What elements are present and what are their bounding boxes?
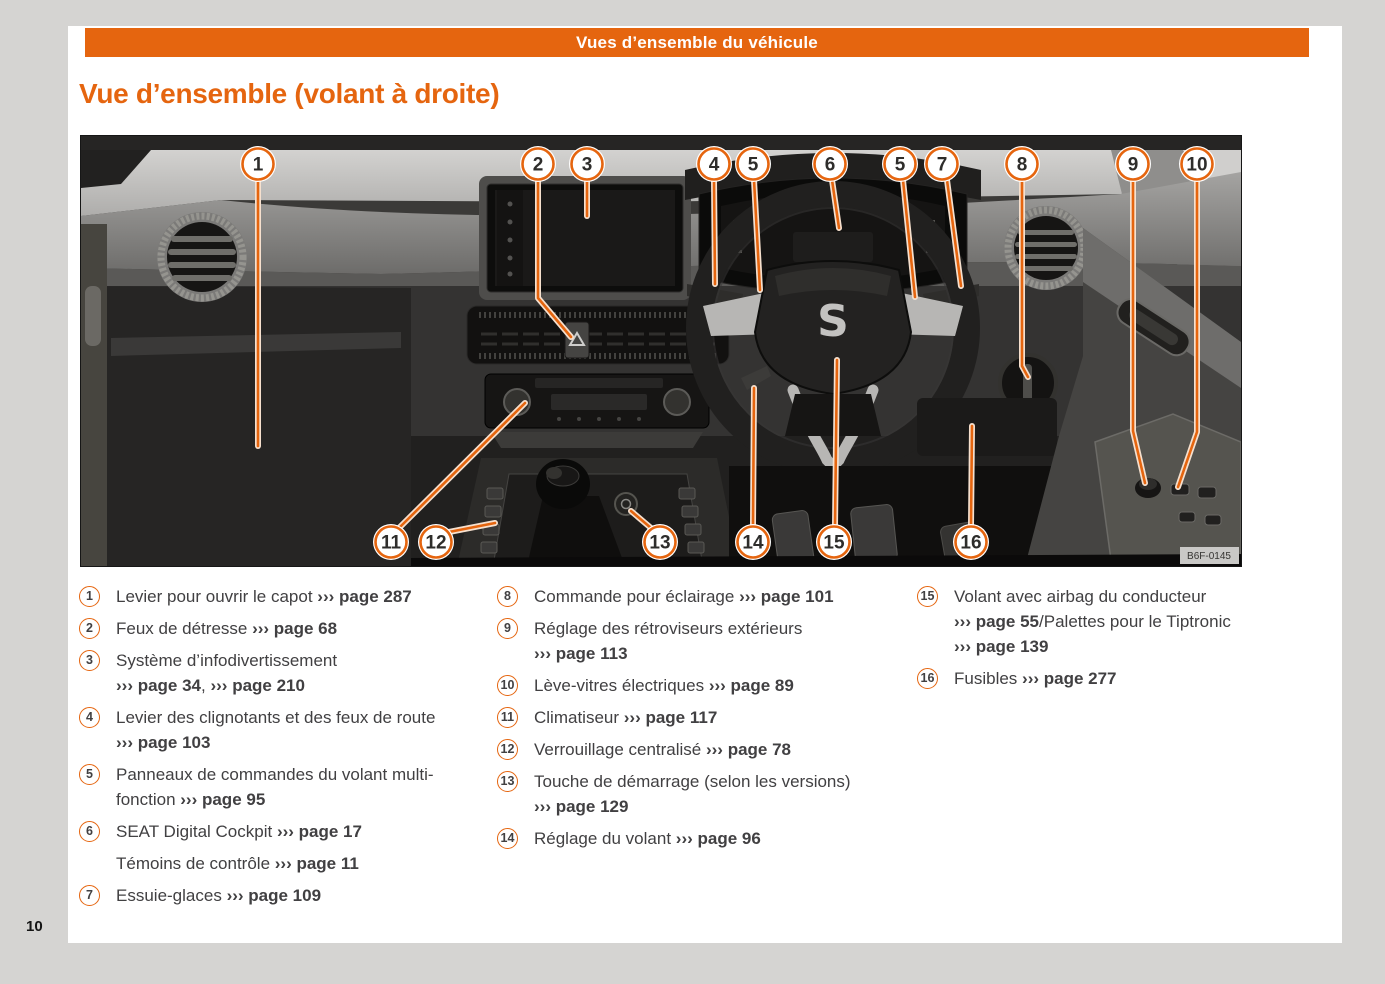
callout-10-leader — [1175, 177, 1200, 490]
legend-badge-12: 12 — [497, 739, 518, 760]
legend-badge-15: 15 — [917, 586, 938, 607]
callout-9: 9 — [1115, 146, 1151, 182]
callout-6: 6 — [812, 146, 848, 182]
manual-page: Vues d’ensemble du véhicule Vue d’ensemb… — [68, 26, 1342, 943]
callout-16: 16 — [953, 524, 989, 560]
legend-badge-8: 8 — [497, 586, 518, 607]
svg-text:6: 6 — [825, 155, 836, 176]
callout-8-leader — [1019, 177, 1031, 380]
dashboard-illustration: S — [81, 136, 1241, 566]
callout-3: 3 — [569, 146, 605, 182]
callout-13: 13 — [642, 524, 678, 560]
callout-12-leader — [446, 520, 498, 535]
legend-badge-7: 7 — [79, 885, 100, 906]
legend-badge-3: 3 — [79, 650, 100, 671]
callout-16-leader — [968, 423, 975, 529]
callout-7: 7 — [924, 146, 960, 182]
callout-2-leader — [535, 177, 574, 340]
chapter-header-bar: Vues d’ensemble du véhicule — [85, 28, 1309, 57]
svg-text:5: 5 — [895, 155, 906, 176]
svg-text:7: 7 — [937, 155, 948, 176]
callout-15-leader — [832, 357, 840, 529]
figure-code: B6F-0145 — [1187, 551, 1231, 562]
callout-11: 11 — [373, 524, 409, 560]
callout-9-leader — [1130, 177, 1148, 486]
legend-badge-6: 6 — [79, 821, 100, 842]
callout-5: 5 — [735, 146, 771, 182]
svg-text:10: 10 — [1186, 155, 1207, 176]
svg-text:4: 4 — [709, 155, 720, 176]
svg-text:16: 16 — [960, 533, 981, 554]
callout-10: 10 — [1179, 146, 1215, 182]
svg-text:12: 12 — [425, 533, 446, 554]
callout-7-leader — [944, 177, 964, 289]
svg-text:1: 1 — [253, 155, 264, 176]
legend-badge-9: 9 — [497, 618, 518, 639]
callout-8: 8 — [1004, 146, 1040, 182]
svg-text:8: 8 — [1017, 155, 1028, 176]
dashboard-art: S — [81, 136, 1241, 566]
legend-badge-5: 5 — [79, 764, 100, 785]
callout-13-leader — [628, 508, 654, 531]
svg-text:9: 9 — [1128, 155, 1139, 176]
legend-badge-2: 2 — [79, 618, 100, 639]
svg-text:13: 13 — [649, 533, 670, 554]
svg-text:15: 15 — [823, 533, 845, 554]
svg-text:3: 3 — [582, 155, 593, 176]
page-number: 10 — [26, 918, 43, 935]
callout-4-leader — [711, 177, 718, 287]
callout-6-leader — [829, 177, 842, 231]
callout-1: 1 — [240, 146, 276, 182]
callout-5-leader — [751, 177, 763, 293]
callout-11-leader — [396, 400, 528, 531]
dashboard-figure: S — [80, 135, 1242, 567]
chapter-title: Vues d’ensemble du véhicule — [576, 32, 818, 52]
legend-badge-1: 1 — [79, 586, 100, 607]
legend-badge-4: 4 — [79, 707, 100, 728]
svg-text:14: 14 — [742, 533, 764, 554]
svg-text:2: 2 — [533, 155, 544, 176]
callout-5: 5 — [882, 146, 918, 182]
legend-badge-11: 11 — [497, 707, 518, 728]
page-title: Vue d’ensemble (volant à droite) — [79, 78, 500, 109]
legend-entry-sub: Témoins de contrôle ››› page 11 — [116, 854, 359, 873]
callout-15: 15 — [816, 524, 852, 560]
svg-text:11: 11 — [381, 533, 402, 554]
legend-badge-13: 13 — [497, 771, 518, 792]
legend-badge-16: 16 — [917, 668, 938, 689]
callout-12: 12 — [418, 524, 454, 560]
callout-2: 2 — [520, 146, 556, 182]
callout-14: 14 — [735, 524, 771, 560]
callout-4: 4 — [696, 146, 732, 182]
legend-badge-10: 10 — [497, 675, 518, 696]
callout-5-leader — [900, 177, 918, 300]
seat-logo: S — [817, 296, 849, 347]
svg-text:5: 5 — [748, 155, 759, 176]
callout-14-leader — [750, 385, 757, 529]
legend-badge-14: 14 — [497, 828, 518, 849]
